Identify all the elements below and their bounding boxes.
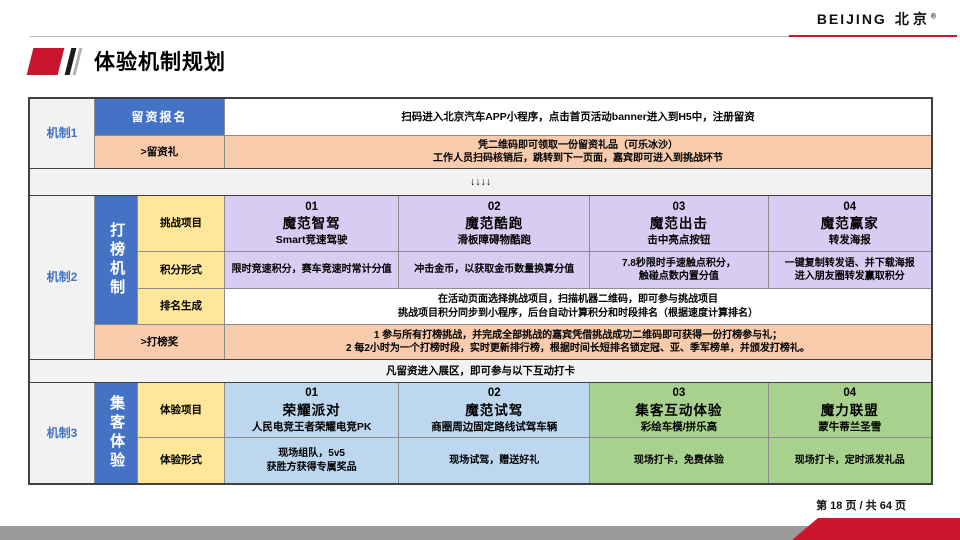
mech1-signup-content: 扫码进入北京汽车APP小程序，点击首页活动banner进入到H5中，注册留资 [225,99,931,135]
experience-03-number: 03 [672,387,686,400]
challenge-01-name: 魔范智驾 [282,216,341,232]
challenge-04-header: 04 魔范赢家 转发海报 [768,196,931,251]
mech3-vertical-title: 集客体验 [95,383,137,483]
experience-04-form: 现场打卡，定时派发礼品 [768,438,931,483]
experience-02-name: 魔范试驾 [465,402,524,418]
header-divider-gray [30,35,789,37]
experience-01-form: 现场组队，5v5 获胜方获得专属奖品 [225,438,399,483]
experience-03-subtitle: 彩绘车模/拼乐高 [640,420,718,433]
mech1-gift-content: 凭二维码即可领取一份留资礼品（可乐冰沙） 工作人员扫码核销后，跳转到下一页面，嘉… [225,136,931,168]
mech2-row-label-ranking: 排名生成 [138,289,224,324]
registered-mark-icon: ® [930,13,936,21]
flow-arrows: ↓↓↓↓ [30,169,931,195]
mechanism-table: 机制1 留资报名 扫码进入北京汽车APP小程序，点击首页活动banner进入到H… [28,97,933,485]
challenge-04-name: 魔范赢家 [820,216,879,232]
challenge-03-score: 7.8秒限时手速触点积分， 触碰点数内置分值 [590,252,768,288]
brand-logo-latin: BEIJING [816,11,887,27]
mech1-gift-header: >留资礼 [95,136,224,168]
challenge-01-header: 01 魔范智驾 Smart竞速驾驶 [225,196,399,251]
challenge-04-number: 04 [843,200,857,213]
page-indicator: 第 18 页 / 共 64 页 [816,500,906,512]
mech2-row-label-score: 积分形式 [138,252,224,288]
experience-01-number: 01 [305,387,319,400]
challenge-01-number: 01 [305,200,319,213]
experience-02-subtitle: 商圈周边固定路线试驾车辆 [431,420,558,433]
experience-01-header: 01 荣耀派对 人民电竞王者荣耀电竞PK [225,383,399,437]
mech3-row-label-item: 体验项目 [138,383,224,437]
brand-logo-cn: 北京 [894,11,931,27]
footer-gray-bar [0,526,815,540]
experience-01-name: 荣耀派对 [282,402,341,418]
challenge-03-subtitle: 击中亮点按钮 [647,234,711,247]
experience-02-header: 02 魔范试驾 商圈周边固定路线试驾车辆 [399,383,590,437]
mech2-award-header: >打榜奖 [95,325,224,359]
title-bar: 体验机制规划 [26,46,226,76]
mech2-row-label-challenge: 挑战项目 [138,196,224,251]
experience-03-form: 现场打卡，免费体验 [590,438,768,483]
title-red-parallelogram-icon [26,47,65,75]
challenge-01-subtitle: Smart竞速驾驶 [275,234,348,247]
experience-04-name: 魔力联盟 [820,402,879,418]
mech3-row-label-form: 体验形式 [138,438,224,483]
mech2-award-content: 1 参与所有打榜挑战，并完成全部挑战的嘉宾凭借挑战成功二维码即可获得一份打榜参与… [225,325,931,359]
challenge-01-score: 限时竞速积分，赛车竞速时常计分值 [225,252,399,288]
experience-04-subtitle: 蒙牛蒂兰圣雪 [818,420,882,433]
challenge-02-number: 02 [487,200,501,213]
experience-03-header: 03 集客互动体验 彩绘车模/拼乐高 [590,383,768,437]
brand-logo: BEIJING 北京® [817,9,936,29]
bridge-note: 凡留资进入展区，即可参与以下互动打卡 [30,360,931,382]
footer-red-parallelogram [792,518,960,540]
challenge-03-header: 03 魔范出击 击中亮点按钮 [590,196,768,251]
challenge-03-name: 魔范出击 [649,216,708,232]
challenge-02-header: 02 魔范酷跑 滑板障碍物酷跑 [399,196,590,251]
page-title: 体验机制规划 [94,51,226,74]
mech3-label: 机制3 [30,383,94,483]
challenge-02-score: 冲击金币，以获取金币数量换算分值 [399,252,590,288]
mech1-signup-header: 留资报名 [95,99,224,135]
header-divider [30,35,957,37]
experience-02-number: 02 [487,387,501,400]
challenge-02-name: 魔范酷跑 [465,216,524,232]
experience-04-number: 04 [843,387,857,400]
experience-04-header: 04 魔力联盟 蒙牛蒂兰圣雪 [768,383,931,437]
experience-02-form: 现场试驾，赠送好礼 [399,438,590,483]
experience-01-subtitle: 人民电竞王者荣耀电竞PK [251,420,372,433]
mech1-label: 机制1 [30,99,94,168]
mech2-ranking-content: 在活动页面选择挑战项目，扫描机器二维码，即可参与挑战项目 挑战项目积分同步到小程… [225,289,931,324]
challenge-04-subtitle: 转发海报 [828,234,871,247]
experience-03-name: 集客互动体验 [635,402,723,418]
mech2-label: 机制2 [30,196,94,359]
header-divider-red [789,35,957,37]
challenge-04-score: 一键复制转发语、并下载海报 进入朋友圈转发赢取积分 [768,252,931,288]
challenge-03-number: 03 [672,200,686,213]
challenge-02-subtitle: 滑板障碍物酷跑 [457,234,532,247]
mech2-vertical-title: 打榜机制 [95,196,137,324]
